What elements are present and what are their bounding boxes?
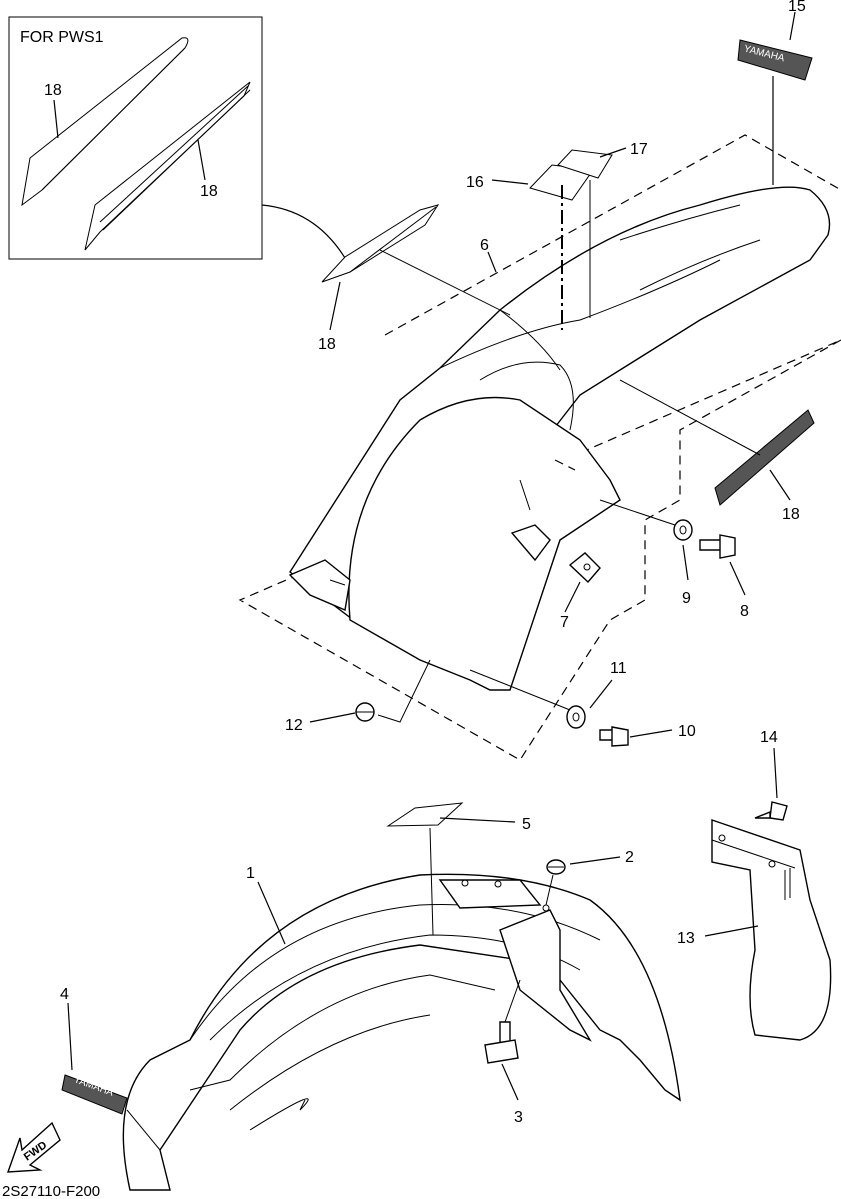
- fwd-arrow-icon: FWD: [6, 1121, 61, 1173]
- part-17-decal: [557, 149, 613, 179]
- part-3-bolt: [484, 1021, 519, 1064]
- part-11-washer: [566, 705, 586, 729]
- part-18-right-graphic: [714, 409, 815, 506]
- part-7-nut: [568, 552, 601, 584]
- callout-11: 11: [610, 660, 627, 677]
- callout-10: 10: [678, 723, 696, 740]
- callout-16: 16: [466, 174, 484, 191]
- inset-pointer-line: [261, 204, 346, 259]
- part-12-grommet: [355, 702, 375, 722]
- part-15-emblem: [737, 39, 813, 81]
- callout-2: 2: [625, 849, 634, 866]
- callout-12: 12: [285, 717, 303, 734]
- part-8-bolt: [699, 534, 736, 559]
- callout-9: 9: [682, 590, 691, 607]
- part-9-washer: [673, 519, 693, 541]
- front-fender-body: [122, 873, 681, 1191]
- inset-stripe-decal-b: [84, 81, 251, 251]
- callout-15: 15: [788, 0, 806, 15]
- part-10-bolt: [599, 726, 629, 747]
- front-fender-bracket: [499, 909, 592, 1042]
- callout-7: 7: [560, 614, 569, 631]
- part-13-mud-flap: [711, 819, 832, 1041]
- inset-for-pws1: FOR PWS1 18 18: [8, 16, 263, 260]
- callout-18-inset-a: 18: [44, 82, 62, 99]
- part-5-decal: [386, 802, 464, 827]
- fender-mount-tab: [510, 524, 551, 562]
- rear-fender-inner: [348, 396, 621, 691]
- callout-13: 13: [677, 930, 695, 947]
- callout-5: 5: [522, 816, 531, 833]
- diagram-code: 2S27110-F200: [2, 1183, 100, 1199]
- callout-17: 17: [630, 141, 648, 158]
- inset-stripe-decal-a: [21, 37, 189, 207]
- inset-title: FOR PWS1: [20, 29, 104, 46]
- callout-4: 4: [60, 986, 69, 1003]
- callout-8: 8: [740, 603, 749, 620]
- inset-frame: [8, 16, 263, 260]
- callout-18-inset-b: 18: [200, 183, 218, 200]
- callout-18-right: 18: [782, 506, 800, 523]
- callout-6: 6: [480, 237, 489, 254]
- part-2-grommet: [546, 859, 566, 875]
- callout-1: 1: [246, 865, 255, 882]
- callout-3: 3: [514, 1109, 523, 1126]
- front-fender-assembly: [122, 873, 681, 1191]
- callout-18-left: 18: [318, 336, 336, 353]
- assembly-dashed-outline: [238, 134, 841, 761]
- part-4-decal: [61, 1074, 128, 1115]
- part-14-screw: [754, 801, 788, 821]
- fender-side-tab: [288, 559, 351, 611]
- callout-14: 14: [760, 729, 778, 746]
- rear-fender-assembly: [238, 134, 841, 761]
